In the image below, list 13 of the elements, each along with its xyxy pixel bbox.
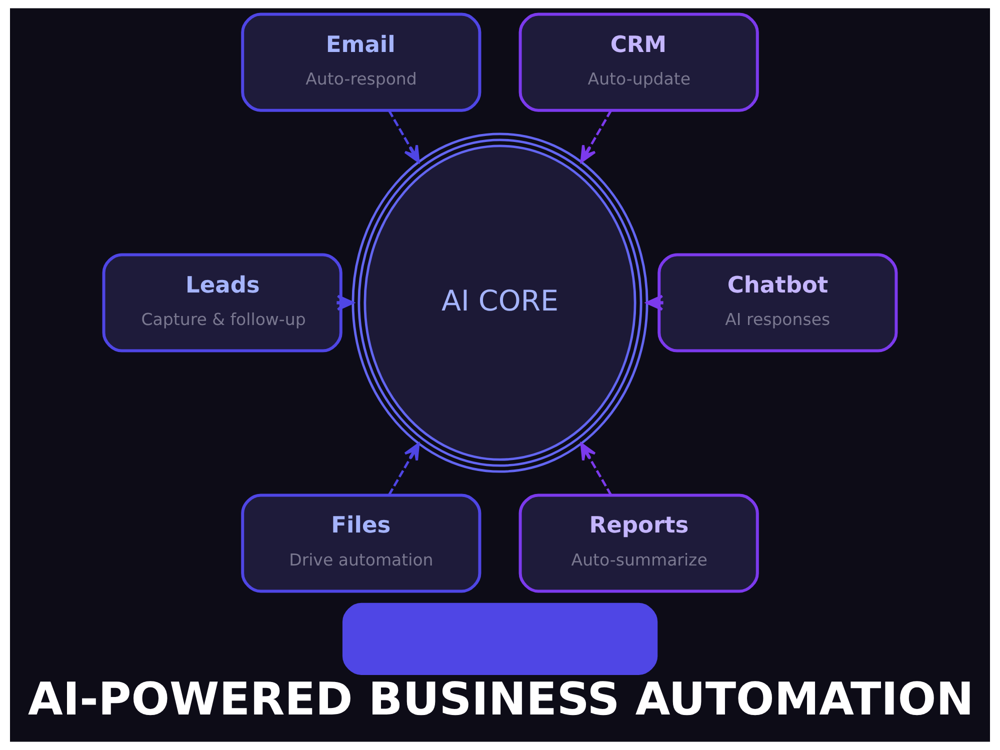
- arrow: [580, 110, 612, 163]
- arrow: [336, 294, 354, 311]
- node-box: [342, 602, 658, 675]
- arrow: [580, 442, 612, 496]
- node-box: Reports Auto-summarize: [518, 494, 759, 593]
- node-ellipse: AI CORE: [352, 132, 648, 473]
- arrow: [646, 294, 664, 311]
- arrow: [388, 442, 420, 496]
- arrow: [388, 110, 420, 163]
- node-box: Files Drive automation: [241, 494, 482, 593]
- node-box: Email Auto-respond: [241, 12, 482, 112]
- diagram-title: AI-POWERED BUSINESS AUTOMATION: [28, 672, 974, 726]
- node-box: CRM Auto-update: [518, 12, 759, 112]
